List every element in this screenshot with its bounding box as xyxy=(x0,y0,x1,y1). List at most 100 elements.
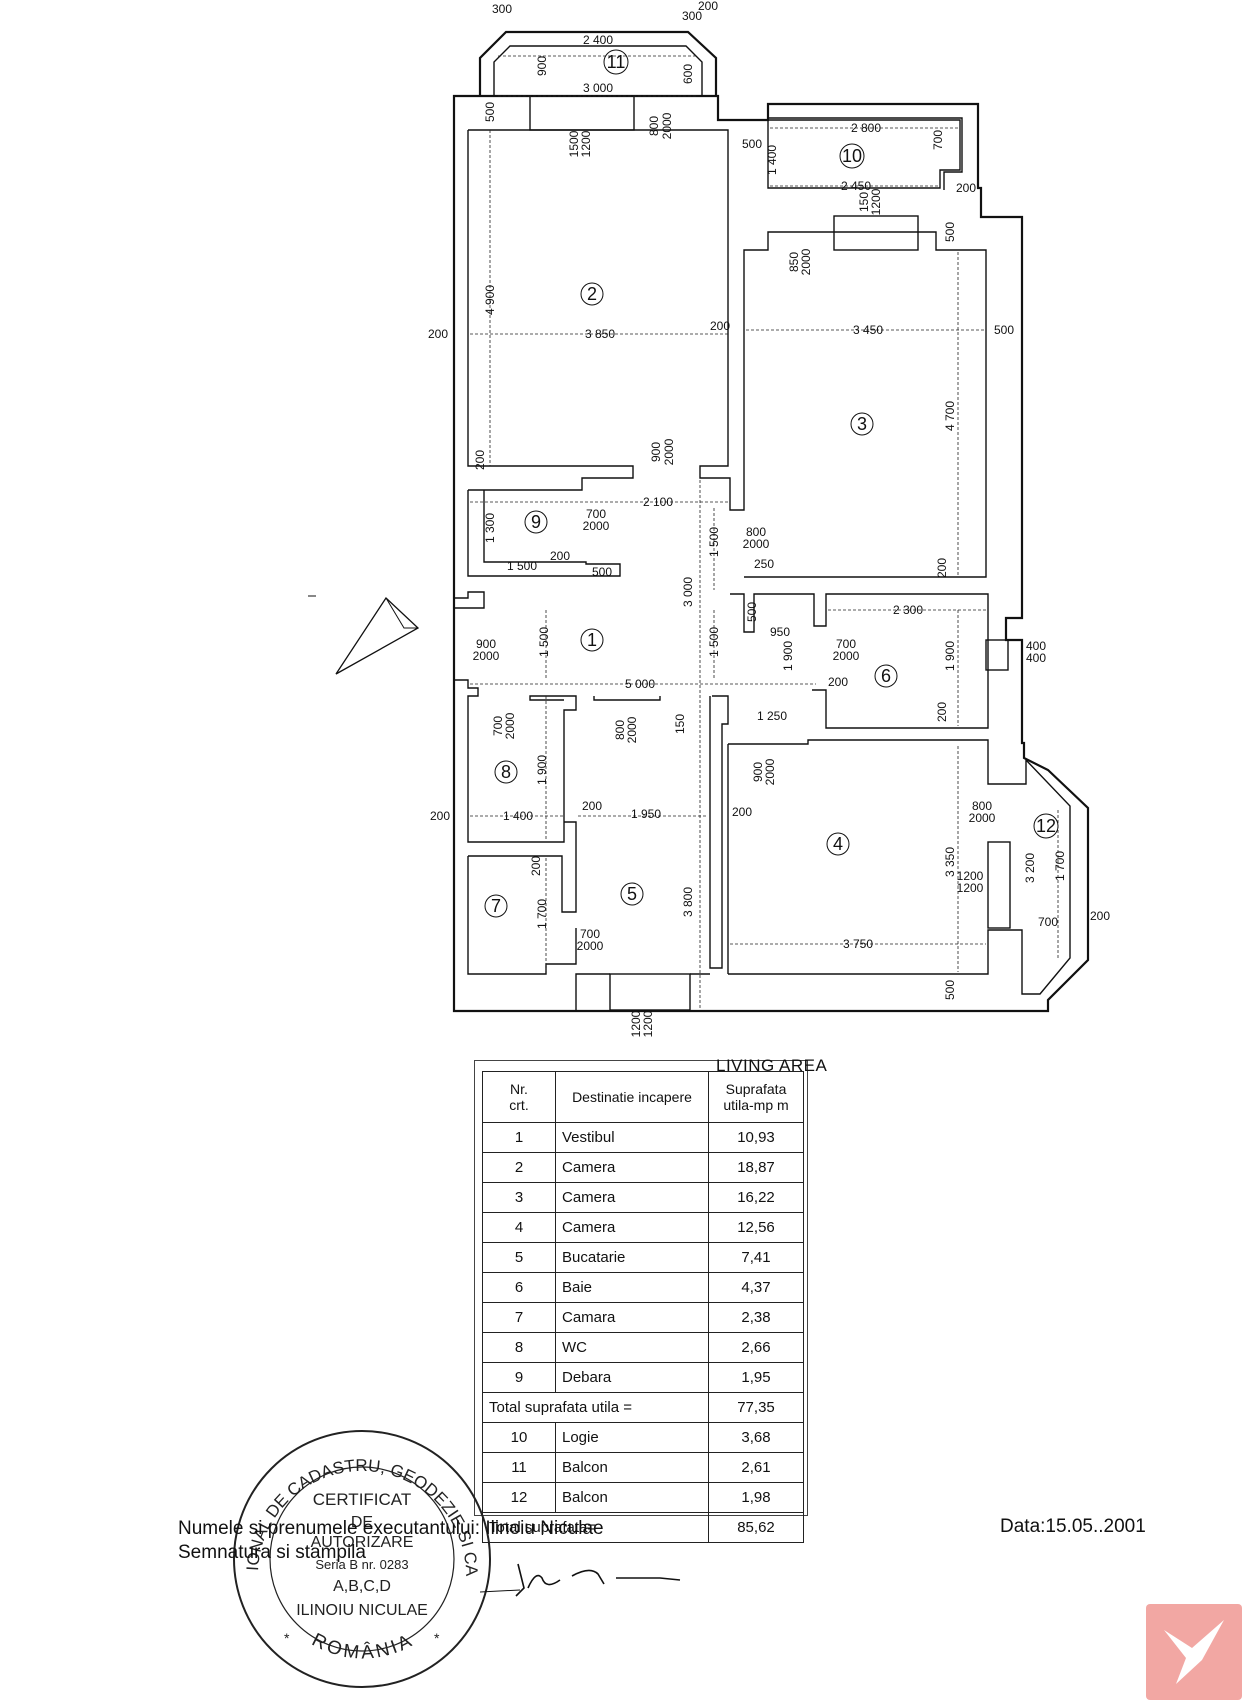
row-nr: 10 xyxy=(482,1422,556,1453)
dim-label: 200 xyxy=(430,809,450,823)
dim-label: 800 xyxy=(746,525,766,539)
dim-label: 500 xyxy=(943,980,957,1000)
total-row: Total suprafata= 85,62 xyxy=(482,1512,804,1543)
dim-label: 1 400 xyxy=(503,809,533,823)
row-area: 18,87 xyxy=(708,1152,804,1183)
dim-label: 1 500 xyxy=(707,527,721,557)
dim-label: 900 xyxy=(476,637,496,651)
dim-label: 900 xyxy=(649,442,663,462)
dim-label: 200 xyxy=(935,702,949,722)
svg-text:8: 8 xyxy=(501,762,511,782)
dim-label: 1 500 xyxy=(507,559,537,573)
dim-label: 400 xyxy=(1026,651,1046,665)
subtotal-value: 77,35 xyxy=(708,1392,804,1423)
total-value: 85,62 xyxy=(708,1512,804,1543)
row-area: 2,61 xyxy=(708,1452,804,1483)
row-name: Bucatarie xyxy=(555,1242,709,1273)
dim-label: 1200 xyxy=(869,188,883,215)
row-nr: 5 xyxy=(482,1242,556,1273)
dim-label: 1 300 xyxy=(483,513,497,543)
dim-label: 200 xyxy=(828,675,848,689)
dim-label: 5 000 xyxy=(625,677,655,691)
dim-label: 2000 xyxy=(743,537,770,551)
dim-label: 1200 xyxy=(629,1010,643,1037)
stamp-line4: Seria B nr. 0283 xyxy=(315,1557,408,1572)
row-name: Logie xyxy=(555,1422,709,1453)
svg-text:10: 10 xyxy=(842,146,862,166)
row-nr: 12 xyxy=(482,1482,556,1513)
dim-label: 2000 xyxy=(969,811,996,825)
svg-text:5: 5 xyxy=(627,884,637,904)
dim-label: 1200 xyxy=(957,869,984,883)
dim-label: 500 xyxy=(994,323,1014,337)
dim-label: 950 xyxy=(770,625,790,639)
dim-label: 2000 xyxy=(662,438,676,465)
dim-label: 150 xyxy=(673,714,687,734)
stamp-bottom-text: ROMÂNIA xyxy=(308,1630,417,1664)
row-nr: 3 xyxy=(482,1182,556,1213)
executor-caption: Numele si prenumele executantului: Ilino… xyxy=(178,1518,604,1539)
dim-label: 3 450 xyxy=(853,323,883,337)
dim-label: 2 400 xyxy=(583,33,613,47)
dim-label: 1 900 xyxy=(781,641,795,671)
dim-label: 1 700 xyxy=(535,899,549,929)
dim-label: 3 350 xyxy=(943,847,957,877)
dim-label: 900 xyxy=(751,762,765,782)
dimension-lines xyxy=(470,55,1059,1010)
room-3-label: 3 xyxy=(850,412,874,436)
signature-mark xyxy=(480,1563,681,1597)
room-4-label: 4 xyxy=(826,832,850,856)
dim-label: 3 000 xyxy=(583,81,613,95)
room-1-label: 1 xyxy=(580,628,604,652)
svg-text:4: 4 xyxy=(833,834,843,854)
dim-label: 600 xyxy=(681,64,695,84)
dim-label: 800 xyxy=(972,799,992,813)
dim-label: 800 xyxy=(647,116,661,136)
dim-label: 3 750 xyxy=(843,937,873,951)
row-area: 2,38 xyxy=(708,1302,804,1333)
row-name: Camera xyxy=(555,1182,709,1213)
dim-label: 500 xyxy=(943,222,957,242)
dim-label: 250 xyxy=(754,557,774,571)
dim-label: 2000 xyxy=(583,519,610,533)
row-nr: 1 xyxy=(482,1122,556,1153)
dim-label: 3 000 xyxy=(681,577,695,607)
header-nr: Nr.crt. xyxy=(482,1071,556,1123)
dim-label: 900 xyxy=(535,56,549,76)
floor-plan: 1 2 3 4 5 6 7 8 9 10 11 12 300 2 400 900… xyxy=(308,0,1110,1037)
dim-label: 300 xyxy=(682,9,702,23)
dim-label: 300 xyxy=(492,2,512,16)
dim-label: 2000 xyxy=(473,649,500,663)
dim-label: 200 xyxy=(582,799,602,813)
dim-label: 1200 xyxy=(957,881,984,895)
row-name: Balcon xyxy=(555,1482,709,1513)
dim-label: 3 200 xyxy=(1023,853,1037,883)
dim-label: 200 xyxy=(428,327,448,341)
dim-label: 700 xyxy=(580,927,600,941)
living-area-label: LIVING AREA xyxy=(716,1056,828,1075)
north-arrow xyxy=(308,595,420,675)
room-11-label: 11 xyxy=(603,49,629,75)
room-8-label: 8 xyxy=(494,760,518,784)
room-12-label: 12 xyxy=(1033,813,1059,839)
row-name: WC xyxy=(555,1332,709,1363)
dim-label: 1500 xyxy=(567,130,581,157)
dim-label: 3 850 xyxy=(585,327,615,341)
room-10-label: 10 xyxy=(839,143,865,169)
stamp-line3: AUTORIZARE xyxy=(311,1534,414,1551)
dim-label: 1 900 xyxy=(535,755,549,785)
dim-label: 2 300 xyxy=(893,603,923,617)
svg-text:9: 9 xyxy=(531,512,541,532)
row-nr: 6 xyxy=(482,1272,556,1303)
brand-logo xyxy=(1146,1604,1242,1700)
dim-label: 1200 xyxy=(641,1010,655,1037)
dim-label: 2 450 xyxy=(841,179,871,193)
